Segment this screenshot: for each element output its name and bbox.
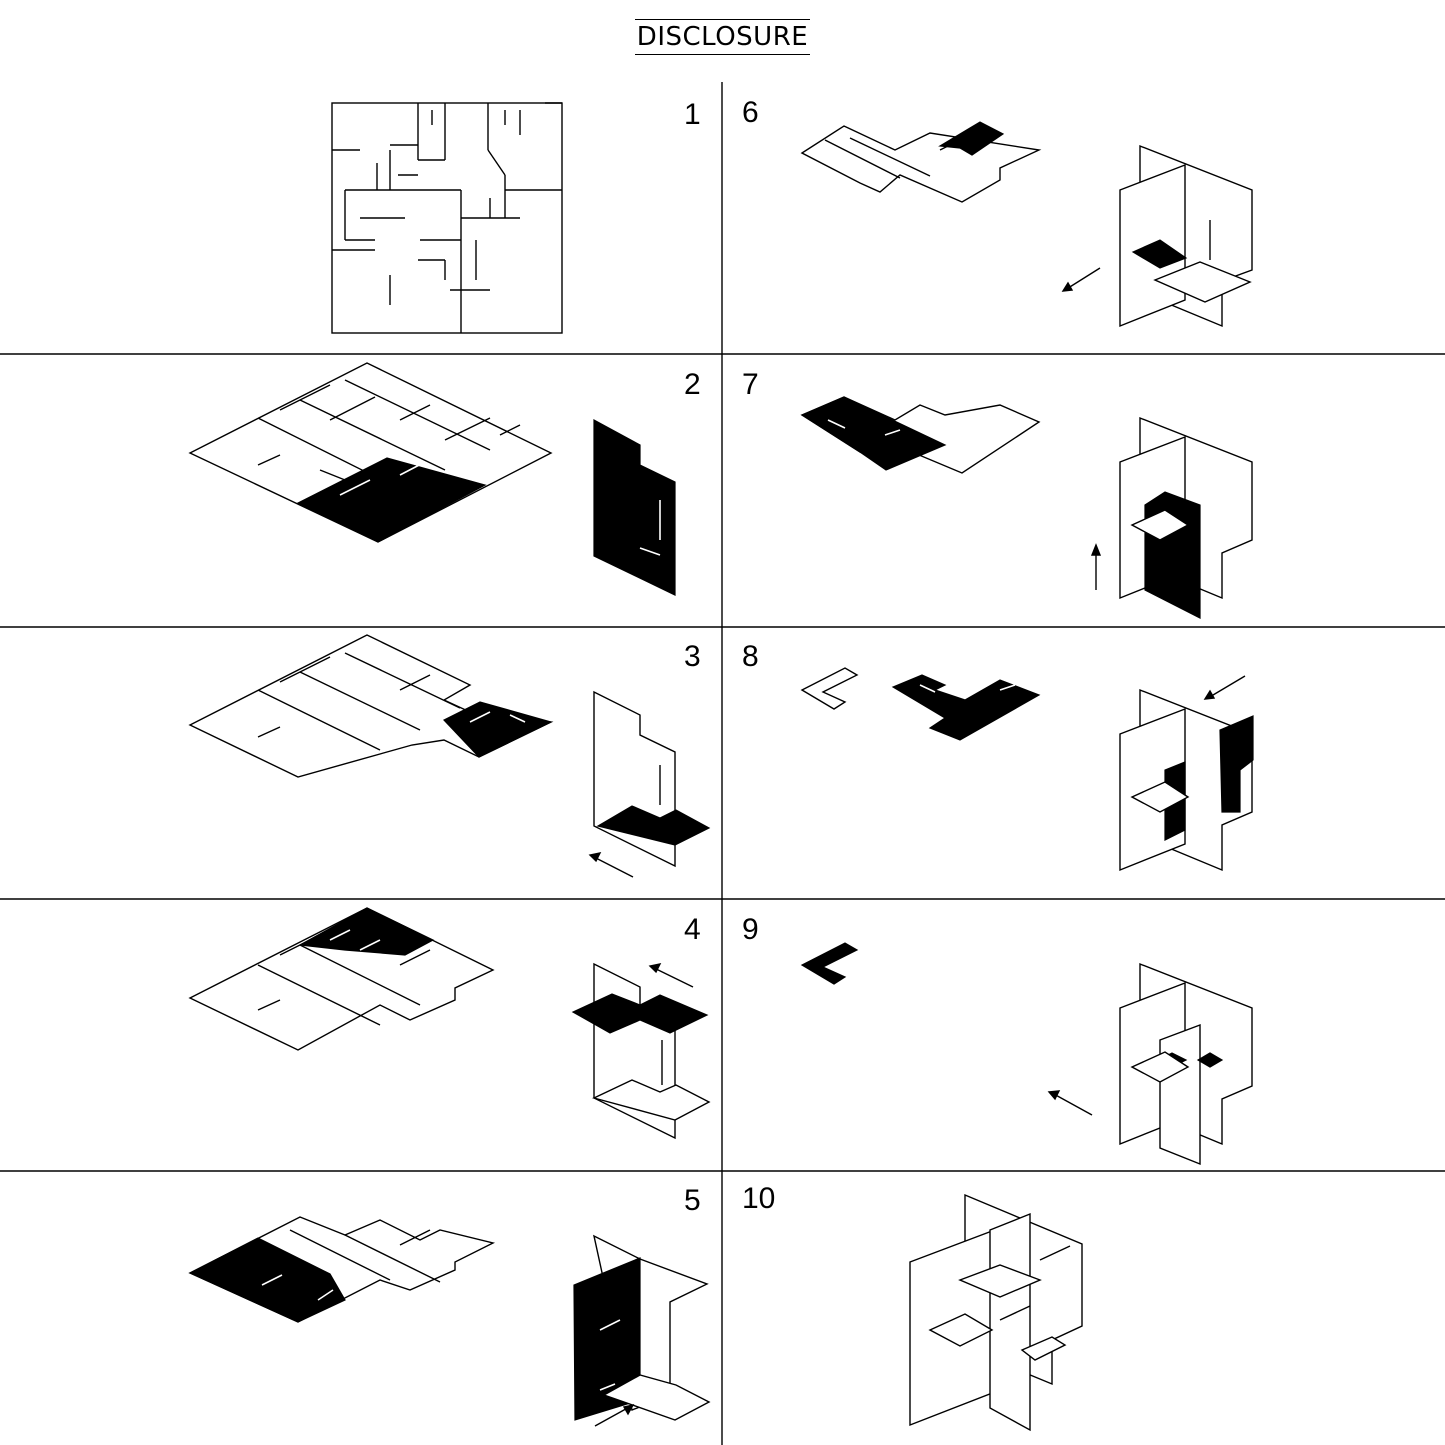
step-7-isometric-model [1090,416,1253,619]
step-3-isometric-plan [188,634,711,878]
step-7-isometric-plan [800,396,1041,474]
step-1-floor-plan [331,102,563,334]
step-4-arrow-icon [648,963,694,988]
step-number-5: 5 [684,1184,701,1217]
step-9-isometric-model [1047,962,1253,1166]
step-5-arrow-icon [594,1403,635,1427]
step-number-10: 10 [742,1182,775,1215]
step-10-final-assembly [909,1193,1083,1432]
step-9-isometric-plan [800,942,859,985]
step-8-isometric-plan [800,667,1041,741]
step-2-wall-panel [593,418,676,596]
step-8-arrow-icon [1203,675,1246,700]
step-9-arrow-icon [1047,1090,1093,1116]
step-6-isometric-plan [800,121,1042,203]
step-number-4: 4 [684,913,701,946]
step-6-isometric-model [1061,144,1253,328]
diagram-title: DISCLOSURE [0,19,1445,55]
step-4-isometric-plan [188,907,711,1140]
step-number-7: 7 [742,368,759,401]
step-5-isometric-plan [188,1216,711,1427]
step-6-arrow-icon [1061,267,1101,292]
step-2-isometric-plan [188,362,676,596]
step-3-arrow-icon [588,852,634,878]
step-7-arrow-icon [1090,543,1102,590]
step-number-6: 6 [742,96,759,129]
step-number-1: 1 [684,98,701,131]
step-8-isometric-model [1119,675,1254,872]
step-number-3: 3 [684,640,701,673]
step-number-2: 2 [684,368,701,401]
step-number-9: 9 [742,913,759,946]
step-number-8: 8 [742,640,759,673]
